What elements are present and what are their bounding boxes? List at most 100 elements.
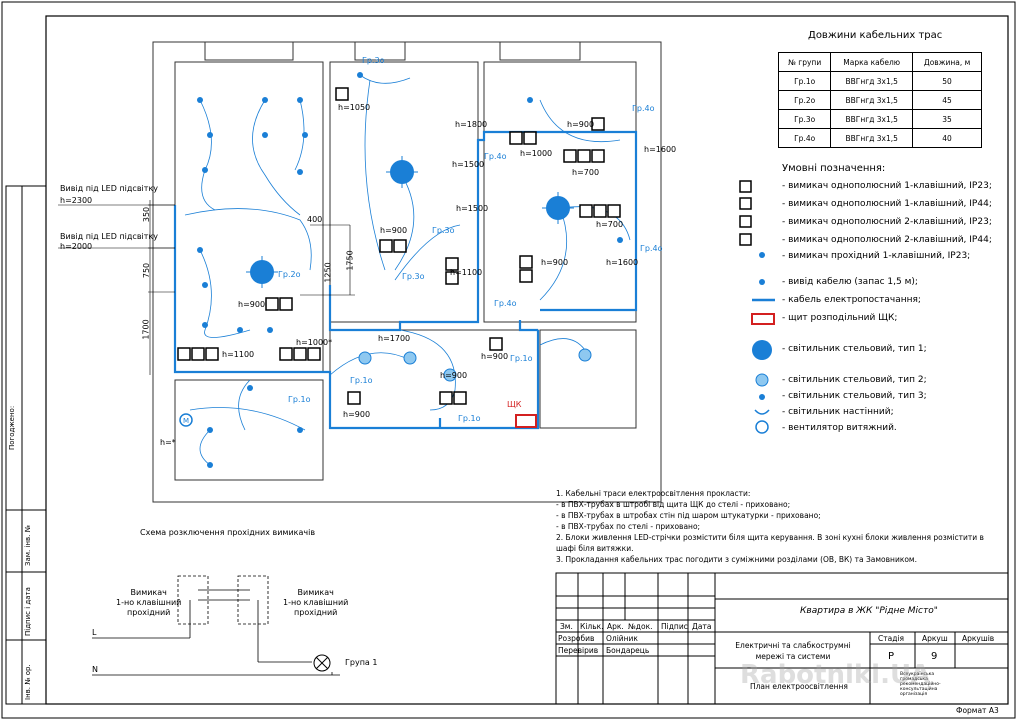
company-label: Всеукраїнська громадська рекомендаційно-… (900, 672, 941, 697)
phase-label: L (92, 628, 97, 637)
legend-title: Умовні позначення: (782, 163, 886, 174)
title-block-lines (555, 572, 1009, 705)
group-label: Гр.1о (288, 395, 311, 404)
legend-item: - вимикач однополюсний 2-клавішний, IP23… (782, 217, 992, 227)
developer-label: Розробив (558, 634, 595, 643)
group-label: Гр.4о (640, 244, 663, 253)
height-label: h=900 (567, 120, 595, 129)
height-label: h=1000* (296, 338, 333, 347)
ventilator-icon: M (179, 413, 193, 427)
cell: Гр.2о (777, 90, 832, 110)
height-label: h=900 (481, 352, 509, 361)
cell: ВВГнгд 3х1,5 (830, 109, 914, 129)
height-label: h=1100 (450, 268, 483, 277)
group-1-label: Група 1 (345, 658, 378, 667)
svg-text:M: M (183, 417, 189, 425)
legend-item: - вентилятор витяжний. (782, 423, 897, 433)
dimension-label: 400 (307, 215, 323, 224)
led-output-label-1: Вивід під LED підсвітку (60, 184, 158, 193)
height-label: h=900 (343, 410, 371, 419)
height-label: h=* (160, 438, 176, 447)
dimension-label: 750 (142, 262, 152, 279)
sheet-header: Аркуш (922, 634, 948, 643)
ceiling-lamp-type1 (246, 256, 278, 288)
cell: ВВГнгд 3х1,5 (830, 90, 914, 110)
schema-title: Схема розключення прохідних вимикачів (140, 528, 316, 537)
cell: 40 (912, 128, 982, 148)
note-line: 1. Кабельні траси електроосвітлення прок… (556, 489, 751, 498)
project-name: Квартира в ЖК "Рідне Місто" (800, 606, 938, 616)
col-header: Кільк. (580, 622, 604, 631)
group-label: Гр.1о (350, 376, 373, 385)
height-label: h=1050 (338, 103, 371, 112)
sheet-value: 9 (931, 651, 938, 662)
table-header: № групи (777, 52, 832, 72)
legend-item: - вимикач прохідний 1-клавішний, IP23; (782, 251, 971, 261)
section-name: Електричні та слабкострумні мережі та си… (735, 641, 851, 661)
schema-switch-left-line: Вимикач (130, 588, 167, 597)
neutral-label: N (92, 665, 98, 674)
height-label: h=700 (572, 168, 600, 177)
note-line: 3. Прокладання кабельних трас погодити з… (556, 555, 917, 564)
height-label: h=900 (380, 226, 408, 235)
height-label: h=700 (596, 220, 624, 229)
legend-item: - вивід кабелю (запас 1,5 м); (782, 277, 918, 287)
cell: Гр.1о (777, 71, 832, 91)
height-label: h=900 (440, 371, 468, 380)
note-line: шафі біля витяжки. (556, 544, 634, 553)
cell: Гр.3о (777, 109, 832, 129)
height-label: h=1500 (452, 160, 485, 169)
height-label: h=1500 (456, 204, 489, 213)
cable-routes (173, 130, 638, 430)
legend-item: - світильник настінний; (782, 407, 894, 417)
cell: 45 (912, 90, 982, 110)
legend-item: - щит розподільний ЩК; (782, 313, 898, 323)
led-height-1: h=2300 (60, 196, 93, 205)
note-line: - в ПВХ-трубах в штробі від щита ЩК до с… (556, 500, 791, 509)
lamp-symbol (313, 654, 331, 672)
height-label: h=1600 (606, 258, 639, 267)
cell: ВВГнгд 3х1,5 (830, 71, 914, 91)
group-label: Гр.3о (362, 56, 385, 65)
height-label: h=900 (541, 258, 569, 267)
schema-switch-left: Вимикач 1-но клавішний прохідний (116, 588, 181, 618)
developer-name: Олійник (606, 634, 638, 643)
cell: Гр.4о (777, 128, 832, 148)
legend-item: - вимикач однополюсний 2-клавішний, IP44… (782, 235, 992, 245)
sheet-name: План електроосвітлення (750, 682, 848, 691)
schema-switch-right-line: прохідний (294, 608, 338, 617)
height-label: h=1000 (520, 149, 553, 158)
sheets-header: Аркушів (962, 634, 995, 643)
legend-item: - вимикач однополюсний 1-клавішний, IP23… (782, 181, 992, 191)
height-label: h=1100 (222, 350, 255, 359)
switch-schema (92, 575, 340, 676)
schema-switch-left-line: 1-но клавішний (116, 598, 182, 607)
table-header: Довжина, м (912, 52, 982, 72)
schema-switch-right-line: 1-но клавішний (283, 598, 349, 607)
legend-item: - вимикач однополюсний 1-клавішний, IP44… (782, 199, 992, 209)
group-label: Гр.4о (632, 104, 655, 113)
cable-table-title: Довжини кабельних трас (808, 30, 943, 41)
switch-blocks (177, 87, 621, 405)
dimension-label: 350 (142, 206, 152, 223)
stamp-inv-orig: Інв. № ор. (24, 664, 32, 700)
group-label: Гр.3о (402, 272, 425, 281)
group-label: Гр.1о (510, 354, 533, 363)
schema-switch-right: Вимикач 1-но клавішний прохідний (283, 588, 348, 618)
cell: 50 (912, 71, 982, 91)
note-line: 2. Блоки живлення LED-стрічки розмістити… (556, 533, 984, 542)
notes-block: 1. Кабельні траси електроосвітлення прок… (556, 488, 996, 565)
group-label: Гр.4о (484, 152, 507, 161)
legend-item: - світильник стельовий, тип 3; (782, 391, 927, 401)
table-header: Марка кабелю (830, 52, 914, 72)
dimension-label: 1700 (141, 319, 151, 340)
cell: 35 (912, 109, 982, 129)
dimension-label: 1250 (323, 262, 333, 283)
cell: ВВГнгд 3х1,5 (830, 128, 914, 148)
side-stamp (5, 185, 47, 705)
